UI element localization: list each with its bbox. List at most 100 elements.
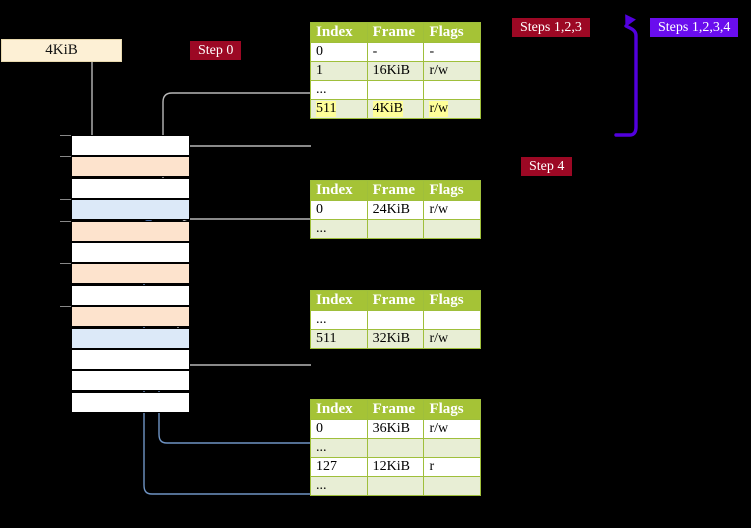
table-cell: r/w	[423, 329, 481, 349]
table-cell: ...	[310, 438, 368, 458]
table-cell: 0	[310, 42, 368, 62]
table-row: ...	[310, 310, 481, 330]
table-cell: r/w	[423, 99, 481, 119]
badge-step-4: Step 4	[521, 157, 573, 176]
table-cell: 511	[310, 99, 368, 119]
memory-frame-tick	[60, 306, 71, 308]
memory-frame-row	[71, 263, 190, 285]
table-cell: -	[366, 42, 425, 62]
memory-frame-row	[71, 135, 190, 156]
memory-frame-tick	[60, 220, 71, 222]
table-cell: 127	[310, 457, 368, 477]
wire-t1-row0	[180, 218, 311, 274]
memory-frame-tick	[60, 135, 71, 136]
column-header-flags: Flags	[423, 22, 481, 43]
memory-frame-row	[71, 284, 190, 306]
table-cell: 511	[310, 329, 368, 349]
wire-4kib-to-memory	[87, 48, 99, 149]
table-cell	[423, 438, 481, 458]
column-header-frame: Frame	[366, 290, 425, 311]
table-cell	[366, 438, 425, 458]
table-cell: 0	[310, 200, 368, 220]
table-cell	[423, 219, 481, 239]
table-row: ...	[310, 476, 481, 496]
table-cell: 1	[310, 61, 368, 81]
highlighted-value: r/w	[429, 101, 449, 117]
table-cell: ...	[310, 80, 368, 100]
table-cell: 12KiB	[366, 457, 425, 477]
memory-frame-row	[71, 349, 190, 370]
badge-step-0-label: Step 0	[198, 42, 234, 58]
column-header-frame: Frame	[366, 180, 425, 201]
table-cell	[366, 476, 425, 496]
table-cell: 32KiB	[366, 329, 425, 349]
legend-4kib-box: 4KiB	[1, 39, 122, 62]
table-cell: r/w	[423, 61, 481, 81]
table-cell	[366, 219, 425, 239]
memory-frame-row	[71, 156, 190, 178]
wire-t2-row511	[177, 314, 311, 366]
table-cell: r/w	[423, 419, 481, 439]
column-header-flags: Flags	[423, 180, 481, 201]
legend-4kib-label: 4KiB	[45, 42, 78, 58]
wire-steps-1234-bracket	[614, 14, 638, 137]
table-cell: ...	[310, 219, 368, 239]
table-cell	[423, 80, 481, 100]
memory-frame-row	[71, 327, 190, 349]
table-cell: 4KiB	[366, 99, 425, 119]
table-cell	[366, 310, 425, 330]
table-row: ...	[310, 219, 481, 239]
memory-frame-tick	[60, 263, 71, 265]
column-header-flags: Flags	[423, 290, 481, 311]
memory-frame-row	[71, 242, 190, 263]
column-header-frame: Frame	[366, 399, 425, 420]
table-cell: r/w	[423, 200, 481, 220]
table-cell: 16KiB	[366, 61, 425, 81]
memory-frame-row	[71, 391, 190, 413]
column-header-flags: Flags	[423, 399, 481, 420]
table-cell	[423, 310, 481, 330]
badge-steps-123: Steps 1,2,3	[512, 18, 590, 37]
table-cell: ...	[310, 310, 368, 330]
column-header-index: Index	[310, 22, 368, 43]
memory-frame-tick	[60, 199, 71, 201]
memory-frame-row	[71, 177, 190, 199]
column-header-index: Index	[310, 180, 368, 201]
column-header-frame: Frame	[366, 22, 425, 43]
memory-frame-row	[71, 370, 190, 392]
table-cell: ...	[310, 476, 368, 496]
table-cell: -	[423, 42, 481, 62]
badge-steps-123-label: Steps 1,2,3	[520, 19, 582, 35]
memory-frame-row	[71, 199, 190, 221]
table-cell: r	[423, 457, 481, 477]
column-header-index: Index	[310, 399, 368, 420]
badge-steps-1234: Steps 1,2,3,4	[650, 18, 739, 37]
badge-step-4-label: Step 4	[529, 158, 565, 174]
table-row: ...	[310, 438, 481, 458]
table-row: 0--	[310, 42, 481, 62]
column-header-index: Index	[310, 290, 368, 311]
table-cell: 24KiB	[366, 200, 425, 220]
table-cell: 36KiB	[366, 419, 425, 439]
badge-step-0: Step 0	[190, 41, 242, 60]
table-cell	[423, 476, 481, 496]
memory-frame-tick	[60, 156, 71, 158]
wire-t0-row511	[175, 145, 311, 164]
table-0-right-dash	[481, 135, 486, 138]
highlighted-value: 4KiB	[372, 101, 403, 117]
table-row: ...	[310, 80, 481, 100]
